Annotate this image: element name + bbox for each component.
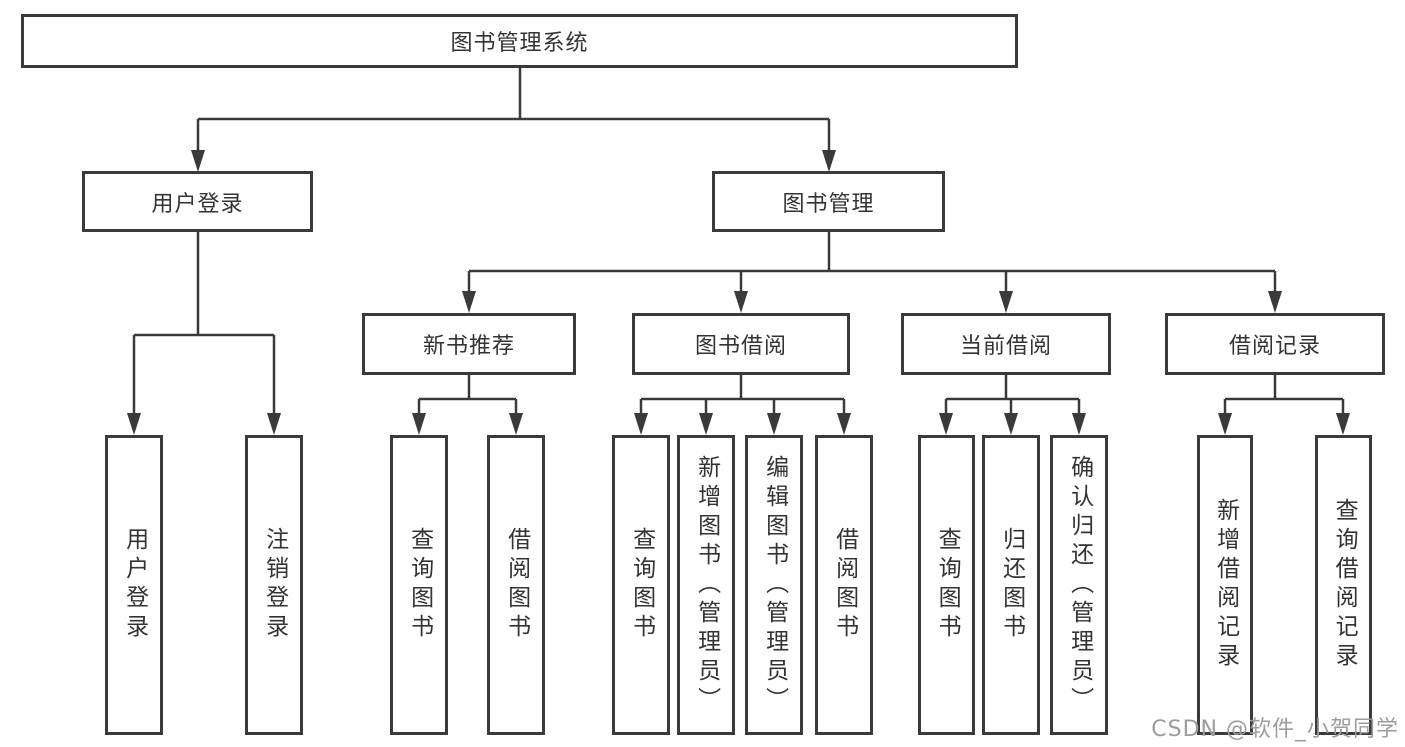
leaf-borrow-book-2: 借阅图书 bbox=[815, 435, 873, 735]
leaf-query-book-1: 查询图书 bbox=[390, 435, 448, 735]
leaf-borrow-book-1: 借阅图书 bbox=[487, 435, 545, 735]
node-current-borrow-label: 当前借阅 bbox=[959, 334, 1052, 359]
leaf-borrow-book-1-label: 借阅图书 bbox=[503, 527, 530, 643]
leaf-query-book-2: 查询图书 bbox=[612, 435, 670, 735]
node-user-login-label: 用户登录 bbox=[151, 191, 244, 217]
leaf-add-borrow-record-label: 新增借阅记录 bbox=[1212, 498, 1239, 672]
node-book-borrow: 图书借阅 bbox=[632, 313, 850, 375]
leaf-query-book-3-label: 查询图书 bbox=[934, 527, 961, 643]
leaf-user-login-label: 用户登录 bbox=[121, 527, 148, 643]
node-book-management: 图书管理 bbox=[712, 171, 945, 232]
node-current-borrow: 当前借阅 bbox=[901, 313, 1111, 375]
node-new-book-recommend: 新书推荐 bbox=[362, 313, 576, 375]
leaf-add-borrow-record: 新增借阅记录 bbox=[1197, 435, 1253, 735]
leaf-return-book-label: 归还图书 bbox=[998, 527, 1025, 643]
arrowheads bbox=[127, 150, 1350, 435]
csdn-watermark: CSDN @软件_小贺同学 bbox=[1151, 717, 1399, 742]
leaf-user-login: 用户登录 bbox=[105, 435, 163, 735]
leaf-query-book-2-label: 查询图书 bbox=[628, 527, 655, 643]
leaf-logout-label: 注销登录 bbox=[261, 527, 288, 643]
leaf-query-book-3: 查询图书 bbox=[918, 435, 975, 735]
leaf-edit-book: 编辑图书（管理员） bbox=[745, 435, 803, 735]
node-borrow-records-label: 借阅记录 bbox=[1228, 334, 1321, 359]
leaf-query-borrow-record-label: 查询借阅记录 bbox=[1331, 498, 1358, 672]
node-root-label: 图书管理系统 bbox=[450, 31, 589, 56]
node-book-management-label: 图书管理 bbox=[782, 191, 875, 217]
leaf-return-book: 归还图书 bbox=[982, 435, 1040, 735]
leaf-confirm-return-label: 确认归还（管理员） bbox=[1066, 454, 1093, 716]
leaf-confirm-return: 确认归还（管理员） bbox=[1050, 435, 1108, 735]
leaf-borrow-book-2-label: 借阅图书 bbox=[831, 527, 858, 643]
node-user-login: 用户登录 bbox=[82, 171, 313, 232]
node-new-book-recommend-label: 新书推荐 bbox=[422, 334, 515, 359]
node-root: 图书管理系统 bbox=[21, 14, 1018, 68]
leaf-query-borrow-record: 查询借阅记录 bbox=[1315, 435, 1372, 735]
leaf-add-book: 新增图书（管理员） bbox=[677, 435, 735, 735]
leaf-add-book-label: 新增图书（管理员） bbox=[693, 454, 720, 716]
leaf-edit-book-label: 编辑图书（管理员） bbox=[761, 454, 788, 716]
node-book-borrow-label: 图书借阅 bbox=[694, 334, 787, 359]
leaf-logout: 注销登录 bbox=[245, 435, 303, 735]
node-borrow-records: 借阅记录 bbox=[1165, 313, 1385, 375]
leaf-query-book-1-label: 查询图书 bbox=[406, 527, 433, 643]
